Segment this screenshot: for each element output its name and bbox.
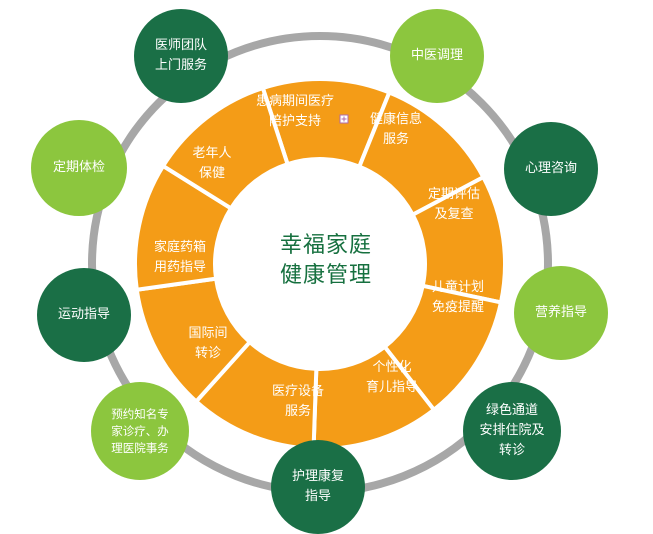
node-exercise-guidance: 运动指导 (37, 268, 131, 362)
segments-layer (133, 77, 507, 451)
node-psychological-counseling: 心理咨询 (504, 122, 598, 216)
segment-8 (160, 85, 291, 212)
node-nutrition-guidance: 营养指导 (514, 266, 608, 360)
node-expert-appointment: 预约知名专 家诊疗、办 理医院事务 (91, 382, 189, 480)
node-tcm-conditioning: 中医调理 (390, 9, 484, 103)
node-nursing-rehab: 护理康复 指导 (271, 440, 365, 534)
center-title: 幸福家庭 健康管理 (251, 231, 401, 291)
center-title-line1: 幸福家庭 (279, 233, 372, 258)
node-green-channel: 绿色通道 安排住院及 转诊 (463, 382, 561, 480)
node-regular-checkup: 定期体检 (31, 120, 127, 216)
center-title-line2: 健康管理 (279, 263, 372, 288)
node-doctor-home-service: 医师团队 上门服务 (134, 9, 228, 103)
